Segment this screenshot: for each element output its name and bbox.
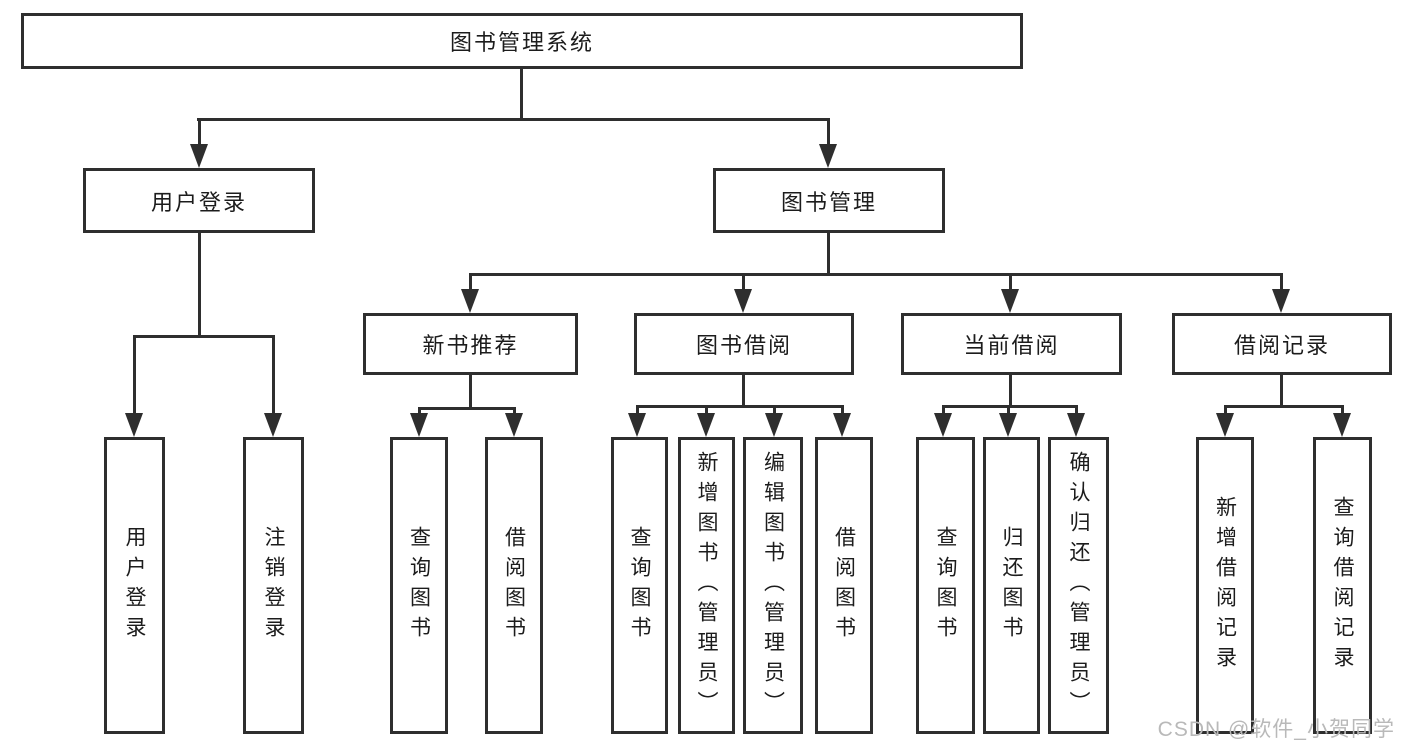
connector-line [1075, 405, 1078, 415]
connector-line [133, 335, 136, 415]
connector-line [942, 405, 1078, 408]
arrow-down-icon [697, 413, 715, 437]
node-current-borrow: 当前借阅 [901, 313, 1122, 375]
connector-line [133, 335, 275, 338]
leaf-confirm-return-admin: 确认归还（管理员） [1048, 437, 1109, 734]
leaf-add-book-admin: 新增图书（管理员） [678, 437, 735, 734]
connector-line [1009, 273, 1012, 291]
connector-line [1224, 405, 1344, 408]
arrow-down-icon [734, 289, 752, 313]
arrow-down-icon [125, 413, 143, 437]
leaf-edit-book-admin: 编辑图书（管理员） [743, 437, 803, 734]
connector-line [1009, 375, 1012, 407]
connector-line [841, 405, 844, 415]
arrow-down-icon [264, 413, 282, 437]
arrow-down-icon [1333, 413, 1351, 437]
leaf-query-book: 查询图书 [611, 437, 668, 734]
connector-line [1280, 273, 1283, 291]
connector-line [742, 273, 745, 291]
node-book-management: 图书管理 [713, 168, 945, 233]
leaf-borrow-book: 借阅图书 [815, 437, 873, 734]
arrow-down-icon [1272, 289, 1290, 313]
leaf-logout: 注销登录 [243, 437, 304, 734]
connector-line [636, 405, 844, 408]
connector-line [418, 407, 516, 410]
arrow-down-icon [819, 144, 837, 168]
connector-line [197, 118, 830, 121]
connector-line [469, 273, 1283, 276]
connector-line [1280, 375, 1283, 407]
leaf-query-book: 查询图书 [916, 437, 975, 734]
arrow-down-icon [1001, 289, 1019, 313]
node-new-book-recommend: 新书推荐 [363, 313, 578, 375]
node-book-borrow: 图书借阅 [634, 313, 854, 375]
connector-line [1007, 405, 1010, 415]
arrow-down-icon [833, 413, 851, 437]
connector-line [469, 273, 472, 291]
leaf-return-book: 归还图书 [983, 437, 1040, 734]
node-user-login: 用户登录 [83, 168, 315, 233]
arrow-down-icon [999, 413, 1017, 437]
node-library-system: 图书管理系统 [21, 13, 1023, 69]
leaf-query-book: 查询图书 [390, 437, 448, 734]
connector-line [272, 335, 275, 415]
connector-line [1224, 405, 1227, 415]
leaf-add-borrow-record: 新增借阅记录 [1196, 437, 1254, 734]
connector-line [513, 407, 516, 417]
arrow-down-icon [765, 413, 783, 437]
leaf-query-borrow-record: 查询借阅记录 [1313, 437, 1372, 734]
connector-line [636, 405, 639, 415]
connector-line [198, 118, 201, 146]
arrow-down-icon [410, 413, 428, 437]
connector-line [520, 68, 523, 120]
connector-line [705, 405, 708, 415]
arrow-down-icon [1067, 413, 1085, 437]
leaf-user-login: 用户登录 [104, 437, 165, 734]
arrow-down-icon [1216, 413, 1234, 437]
connector-line [827, 233, 830, 275]
connector-line [773, 405, 776, 415]
connector-line [827, 118, 830, 146]
connector-line [469, 375, 472, 409]
csdn-watermark: CSDN @软件_小贺同学 [1157, 718, 1395, 741]
connector-line [1341, 405, 1344, 415]
arrow-down-icon [934, 413, 952, 437]
leaf-borrow-book: 借阅图书 [485, 437, 543, 734]
arrow-down-icon [628, 413, 646, 437]
arrow-down-icon [190, 144, 208, 168]
arrow-down-icon [505, 413, 523, 437]
connector-line [198, 233, 201, 337]
arrow-down-icon [461, 289, 479, 313]
connector-line [418, 407, 421, 417]
connector-line [742, 375, 745, 407]
connector-line [942, 405, 945, 415]
node-borrow-record: 借阅记录 [1172, 313, 1392, 375]
